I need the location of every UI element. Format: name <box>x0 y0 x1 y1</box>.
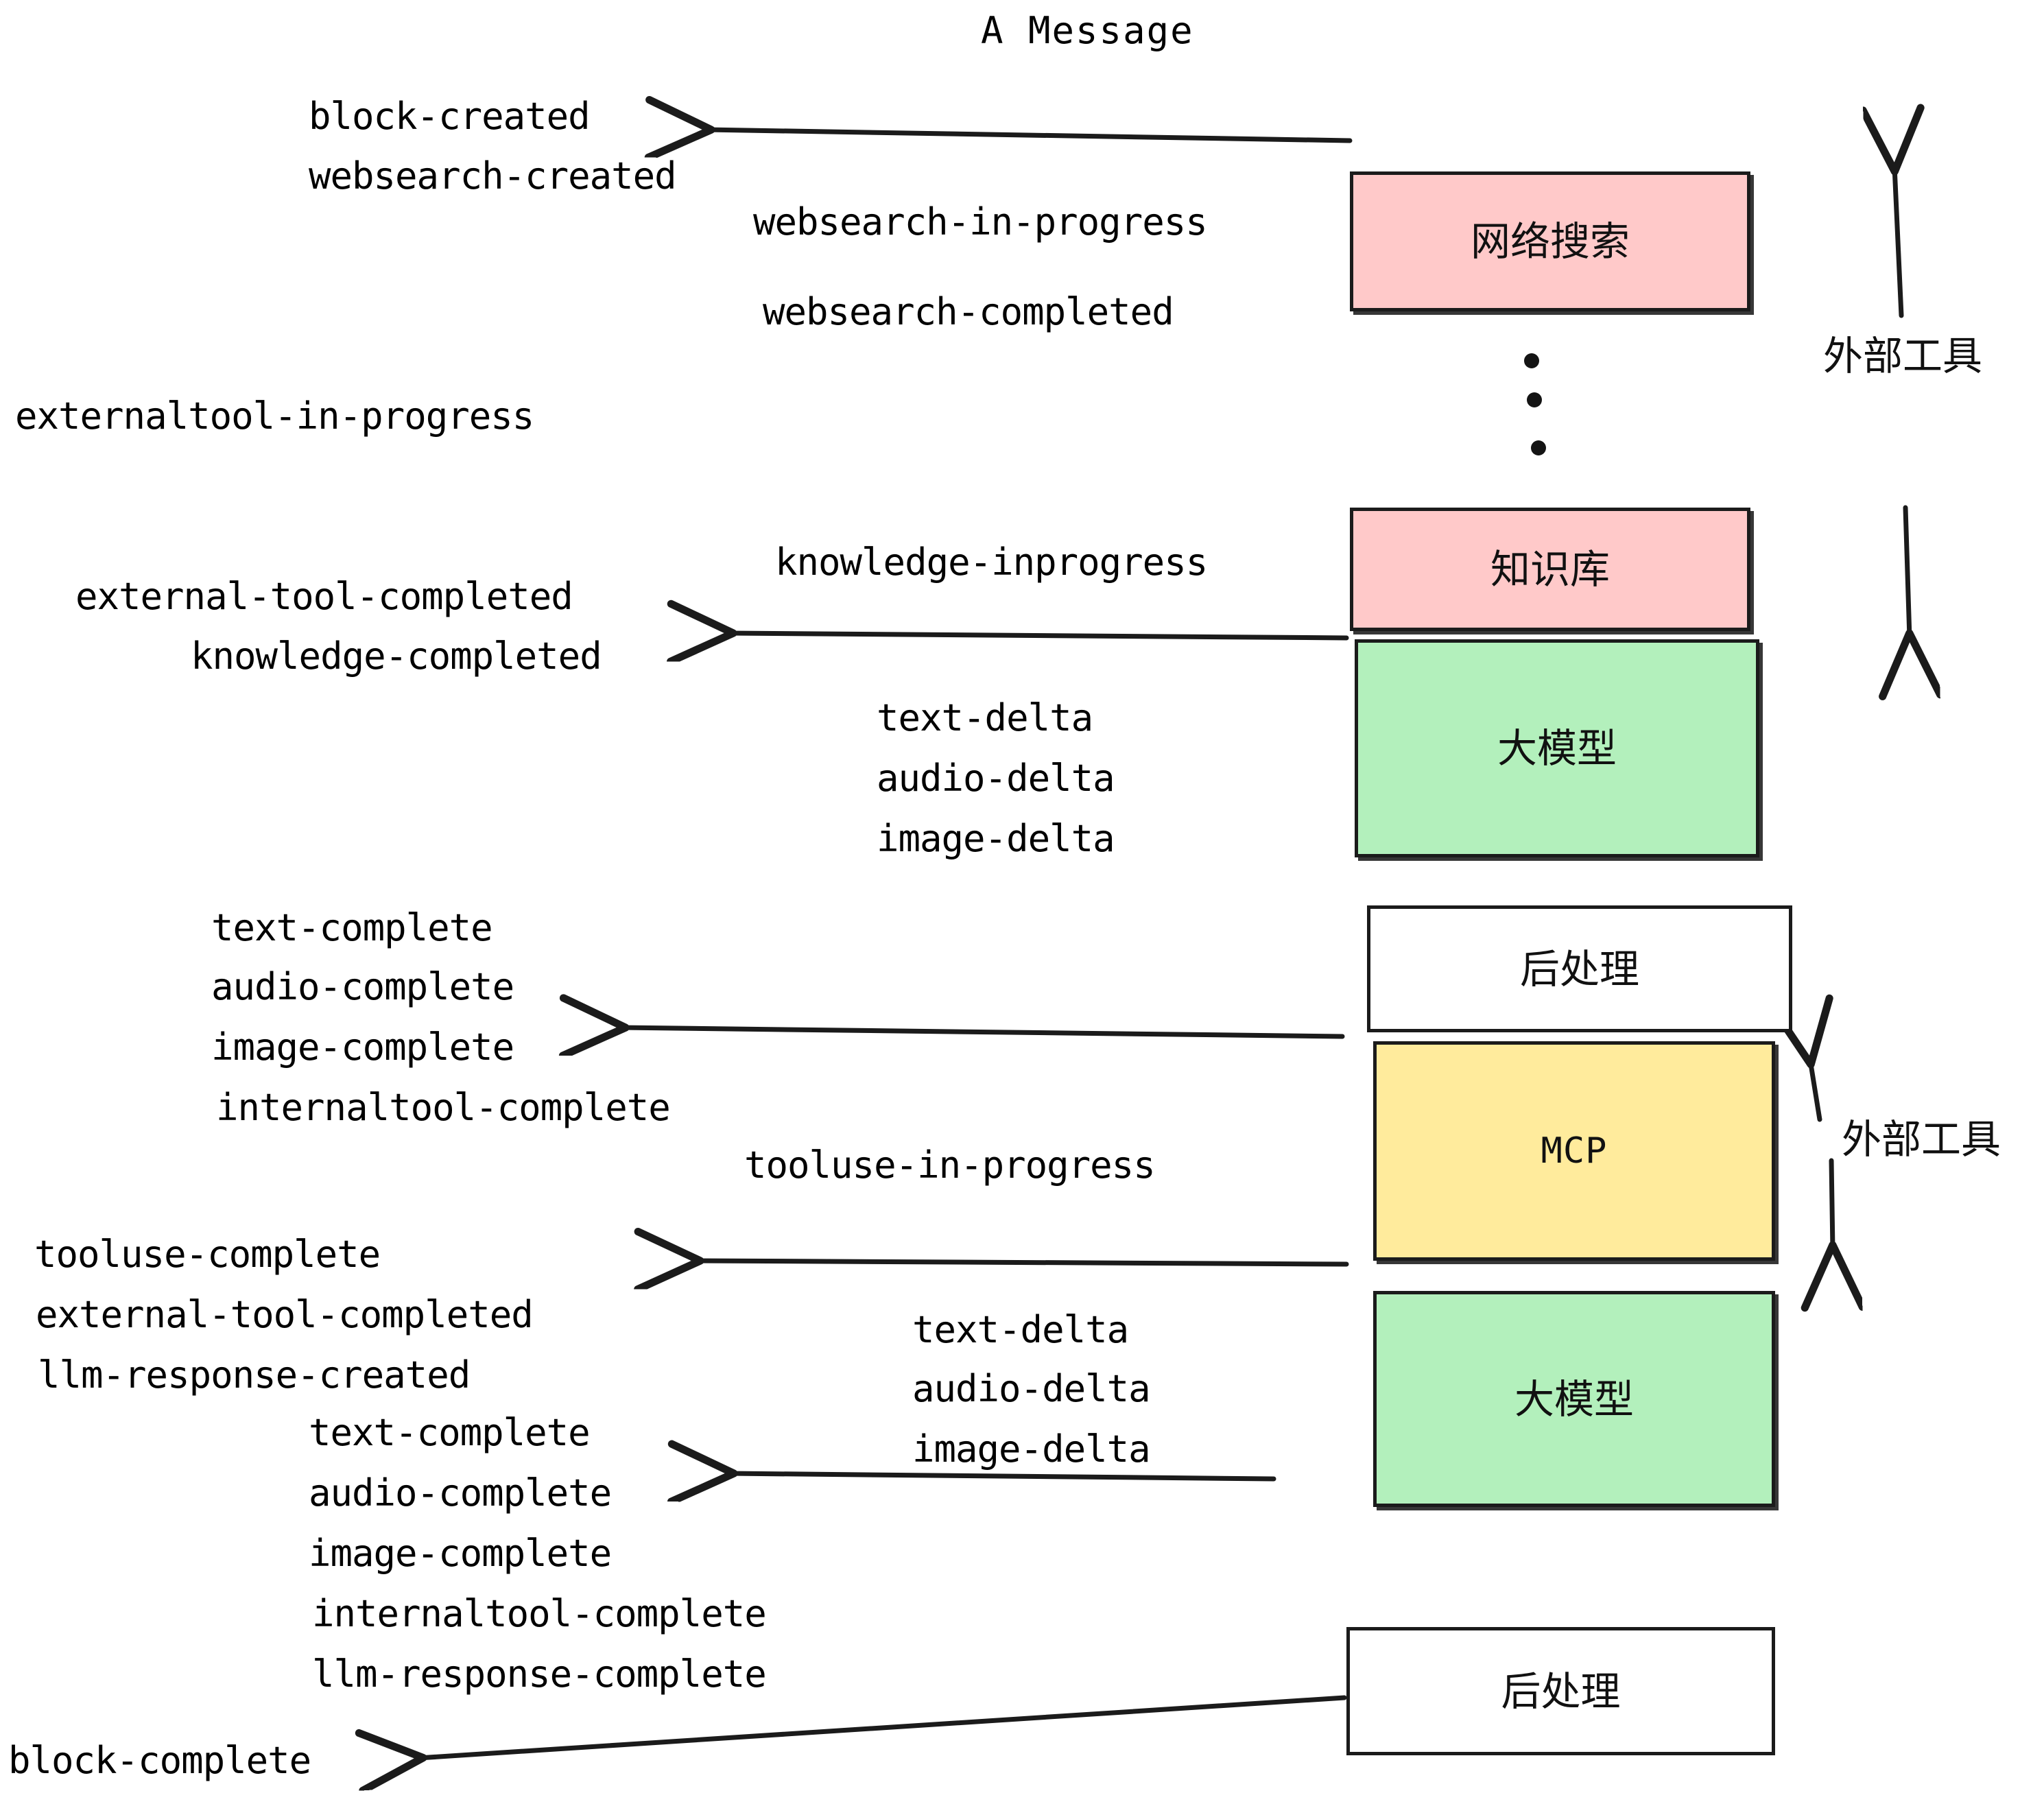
arrow-postproc-to-block-complete <box>418 1695 1347 1758</box>
event-audio-complete-2: audio-complete <box>309 1471 612 1515</box>
event-text-complete-2: text-complete <box>309 1411 591 1454</box>
node-knowledge[interactable]: 知识库 <box>1350 508 1750 631</box>
event-image-complete-1: image-complete <box>211 1025 514 1069</box>
arrow-websearch-to-block-created <box>706 130 1353 141</box>
node-post-bottom[interactable]: 后处理 <box>1346 1627 1775 1755</box>
node-llm-bottom[interactable]: 大模型 <box>1373 1291 1775 1507</box>
diagram-title: A Message <box>981 9 1194 52</box>
event-external-tool-completed-1: external-tool-completed <box>75 575 573 618</box>
event-tooluse-complete: tooluse-complete <box>34 1233 381 1276</box>
event-llm-response-created: llm-response-created <box>38 1353 471 1397</box>
node-llm-top[interactable]: 大模型 <box>1355 639 1759 857</box>
arrow-external-tools-top-down <box>1905 505 1910 638</box>
arrow-postproc-to-image-complete <box>621 1028 1345 1036</box>
node-knowledge-label: 知识库 <box>1490 546 1610 593</box>
node-post-top[interactable]: 后处理 <box>1367 905 1792 1032</box>
ellipsis-dot-1 <box>1524 353 1539 368</box>
event-internaltool-complete-1: internaltool-complete <box>216 1086 671 1129</box>
event-audio-complete-1: audio-complete <box>211 965 514 1008</box>
ellipsis-dot-2 <box>1527 392 1542 407</box>
node-mcp-label: MCP <box>1541 1130 1608 1172</box>
event-websearch-completed: websearch-completed <box>763 290 1174 333</box>
node-llm-top-label: 大模型 <box>1497 725 1617 772</box>
event-websearch-in-progress: websearch-in-progress <box>753 200 1208 244</box>
event-text-delta-1: text-delta <box>877 696 1093 739</box>
event-websearch-created: websearch-created <box>309 154 677 198</box>
event-external-tool-completed-2: external-tool-completed <box>36 1293 534 1336</box>
node-llm-bottom-label: 大模型 <box>1514 1375 1634 1423</box>
event-image-delta-1: image-delta <box>877 817 1115 860</box>
event-tooluse-in-progress: tooluse-in-progress <box>744 1143 1156 1187</box>
event-text-delta-2: text-delta <box>912 1308 1129 1351</box>
event-image-complete-2: image-complete <box>309 1532 612 1575</box>
arrow-mcp-to-tooluse-complete <box>696 1261 1349 1264</box>
event-audio-delta-2: audio-delta <box>912 1367 1151 1410</box>
node-websearch[interactable]: 网络搜索 <box>1350 171 1750 311</box>
arrow-knowledge-to-knowledge-completed <box>728 633 1349 638</box>
side-label-external-tools-top: 外部工具 <box>1823 333 1983 379</box>
event-knowledge-inprogress: knowledge-inprogress <box>775 541 1208 584</box>
event-llm-response-complete: llm-response-complete <box>312 1652 767 1696</box>
event-image-delta-2: image-delta <box>912 1427 1151 1471</box>
event-block-complete: block-complete <box>8 1739 311 1782</box>
node-mcp[interactable]: MCP <box>1373 1041 1775 1261</box>
arrow-external-tools-bottom-up <box>1810 1060 1820 1122</box>
event-block-created: block-created <box>309 95 591 138</box>
arrow-llm-to-audio-complete <box>729 1473 1276 1479</box>
event-externaltool-in-progress: externaltool-in-progress <box>15 394 534 438</box>
arrow-external-tools-bottom-down <box>1831 1158 1833 1250</box>
node-websearch-label: 网络搜索 <box>1470 218 1630 265</box>
event-internaltool-complete-2: internaltool-complete <box>312 1592 767 1635</box>
arrow-external-tools-top-up <box>1894 167 1901 318</box>
event-audio-delta-1: audio-delta <box>877 757 1115 800</box>
side-label-external-tools-bottom: 外部工具 <box>1842 1116 2001 1163</box>
node-post-top-label: 后处理 <box>1519 945 1639 993</box>
event-text-complete-1: text-complete <box>211 906 493 949</box>
event-knowledge-completed: knowledge-completed <box>191 634 602 678</box>
ellipsis-dot-3 <box>1531 440 1546 455</box>
node-post-bottom-label: 后处理 <box>1501 1667 1621 1715</box>
